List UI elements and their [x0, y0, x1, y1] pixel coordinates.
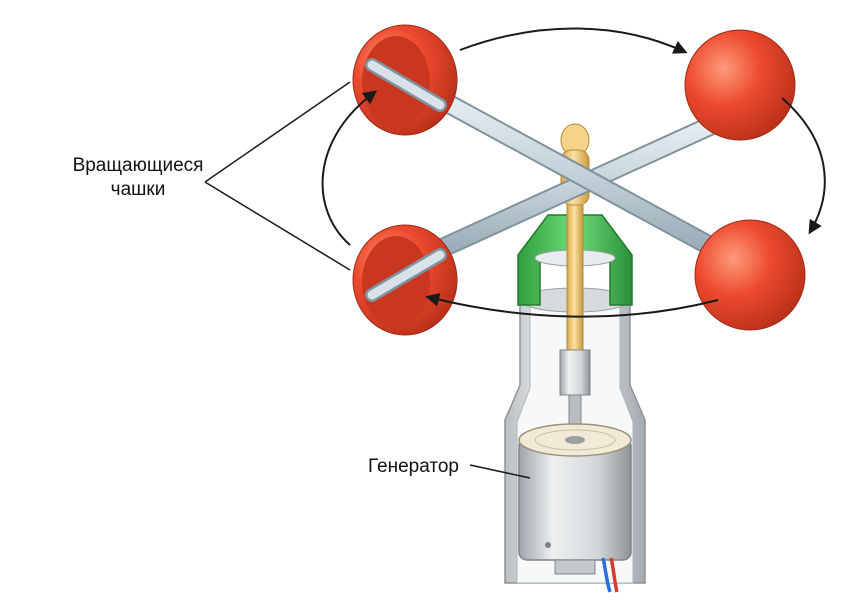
- rotating-cups-label: Вращающиеся чашки: [68, 154, 208, 202]
- leader-lines: [204, 81, 531, 479]
- cup-top-right: [684, 29, 796, 141]
- rotation-arrows: [321, 27, 826, 318]
- rotating-cups-label-line1: Вращающиеся: [72, 155, 204, 176]
- cup-bottom-right: [694, 219, 806, 331]
- rotor-arms: [395, 70, 755, 275]
- generator-motor: [518, 423, 632, 593]
- rotating-cups-label-line2: чашки: [110, 179, 166, 200]
- generator-label: Генератор: [368, 456, 459, 477]
- cup-bottom-left: [352, 224, 458, 336]
- cup-top-left: [352, 24, 458, 136]
